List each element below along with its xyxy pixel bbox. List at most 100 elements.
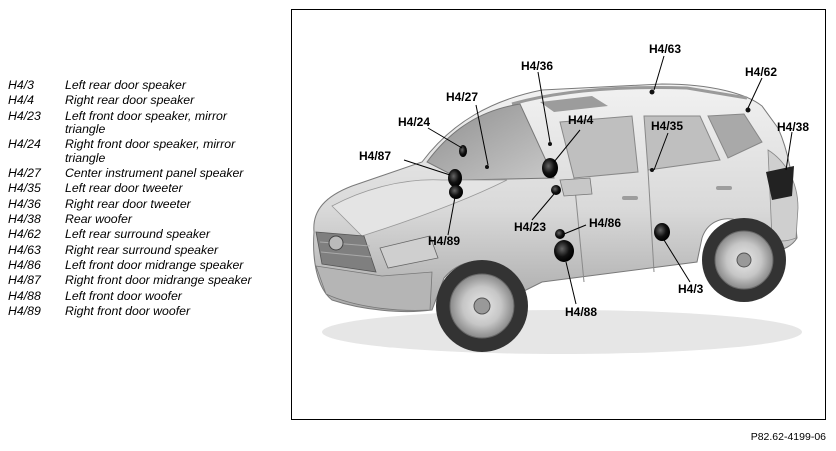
legend-description: Left front door woofer [65,288,182,303]
figure-reference-code: P82.62-4199-06 [750,431,826,443]
leader-h4-24 [427,127,463,149]
legend-code: H4/63 [8,242,41,257]
legend-description: Right front door woofer [65,303,191,318]
legend-description: Right rear door tweeter [65,196,191,211]
ground-shadow [322,310,802,354]
legend-description: Left front door midrange speaker [65,257,244,272]
legend-description: Left front door speaker, mirror triangle [65,108,227,137]
leader-h4-35 [653,132,669,171]
callout-h4-88: H4/88 [565,305,597,319]
leader-lines [403,55,793,305]
vehicle-illustration: H4/63 H4/62 H4/38 H4/36 H4/27 H4/24 H4/8… [313,42,809,354]
callout-h4-27: H4/27 [446,90,478,104]
leader-h4-62 [747,77,763,109]
legend-description: Right front door speaker, mirror triangl… [65,137,236,165]
headlight [379,235,439,269]
callout-h4-63: H4/63 [649,42,681,56]
legend-code: H4/89 [8,303,41,318]
speaker-h4-63 [649,89,655,95]
legend-code: H4/35 [8,181,41,196]
grille-bar [320,251,373,258]
leader-h4-63 [653,55,665,91]
legend-description: Right front door midrange speaker [65,273,252,288]
leader-h4-27 [475,104,489,166]
legend-description: Right rear surround speaker [65,242,219,257]
legend-description: Left rear surround speaker [65,227,210,242]
callout-h4-86: H4/86 [589,216,621,230]
legend-code: H4/27 [8,166,41,181]
leader-h4-87 [403,159,451,176]
legend-item: H4/3 Left rear door speaker [8,78,280,93]
legend-code: H4/24 [8,137,41,152]
vehicle-figure: H4/63 H4/62 H4/38 H4/36 H4/27 H4/24 H4/8… [291,9,826,420]
star-emblem [328,235,344,251]
legend-description: Right rear door speaker [65,93,195,108]
legend-item: H4/36 Right rear door tweeter [8,196,280,212]
legend-code: H4/62 [8,227,41,242]
callout-h4-62: H4/62 [745,65,777,79]
rear-quarter-window [707,113,763,159]
legend-code: H4/3 [8,78,34,92]
legend-code: H4/87 [8,273,41,288]
speaker-h4-89 [449,185,463,199]
rear-door-seam [647,169,655,273]
callout-h4-4: H4/4 [568,113,594,127]
leader-h4-38 [785,131,793,171]
front-bumper [315,265,433,311]
legend-item: H4/27 Center instrument panel speaker [8,167,280,181]
windshield [426,103,555,181]
sunroof [540,96,608,112]
legend-description: Left rear door tweeter [65,181,183,196]
leader-h4-88 [565,261,577,305]
callout-h4-24: H4/24 [398,115,430,129]
door-handle [622,196,638,200]
speaker-h4-87 [448,169,462,187]
legend-code: H4/86 [8,257,41,272]
speaker-h4-24 [459,145,467,157]
legend-code: H4/88 [8,288,41,303]
legend-item: H4/63 Right rear surround speaker [8,242,280,258]
leader-h4-36 [537,71,551,143]
speaker-h4-35 [650,168,654,172]
legend-item: H4/89 Right front door woofer [8,303,280,319]
speaker-legend: H4/3 Left rear door speaker H4/4 Right r… [8,78,280,320]
legend-item: H4/62 Left rear surround speaker [8,228,280,242]
speaker-h4-62 [745,107,751,113]
legend-code: H4/23 [8,108,41,123]
legend-description: Center instrument panel speaker [65,166,244,181]
legend-item: H4/35 Left rear door tweeter [8,182,280,196]
hood [331,179,508,237]
legend-item: H4/24 Right front door speaker, mirror t… [8,138,280,165]
speaker-h4-38 [766,166,794,200]
front-side-window [559,115,639,179]
callout-h4-35: H4/35 [651,119,683,133]
callout-h4-89: H4/89 [428,234,460,248]
speaker-h4-88 [554,240,574,262]
speaker-h4-23 [551,185,561,195]
legend-code: H4/38 [8,212,41,227]
leader-h4-86 [563,224,587,235]
legend-code: H4/36 [8,196,41,211]
speaker-h4-36 [548,142,552,146]
legend-item: H4/38 Rear woofer [8,213,280,227]
legend-item: H4/88 Left front door woofer [8,288,280,304]
speaker-h4-27 [485,165,489,169]
legend-description: Rear woofer [65,212,132,227]
callout-h4-36: H4/36 [521,59,553,73]
grille-bar [319,241,371,247]
legend-item: H4/23 Left front door speaker, mirror tr… [8,108,280,137]
legend-item: H4/4 Right rear door speaker [8,94,280,108]
speaker-h4-3 [654,223,670,241]
legend-item: H4/87 Right front door midrange speaker [8,274,280,288]
callout-h4-38: H4/38 [777,120,809,134]
roof-rail [511,86,748,106]
legend-item: H4/86 Left front door midrange speaker [8,257,280,273]
front-hub [473,297,491,315]
callout-h4-87: H4/87 [359,149,391,163]
leader-h4-4 [553,129,581,163]
door-handle [716,186,732,190]
speaker-h4-4 [542,158,558,178]
side-mirror [559,177,593,197]
rear-hub [736,252,752,268]
leader-h4-3 [663,239,691,283]
